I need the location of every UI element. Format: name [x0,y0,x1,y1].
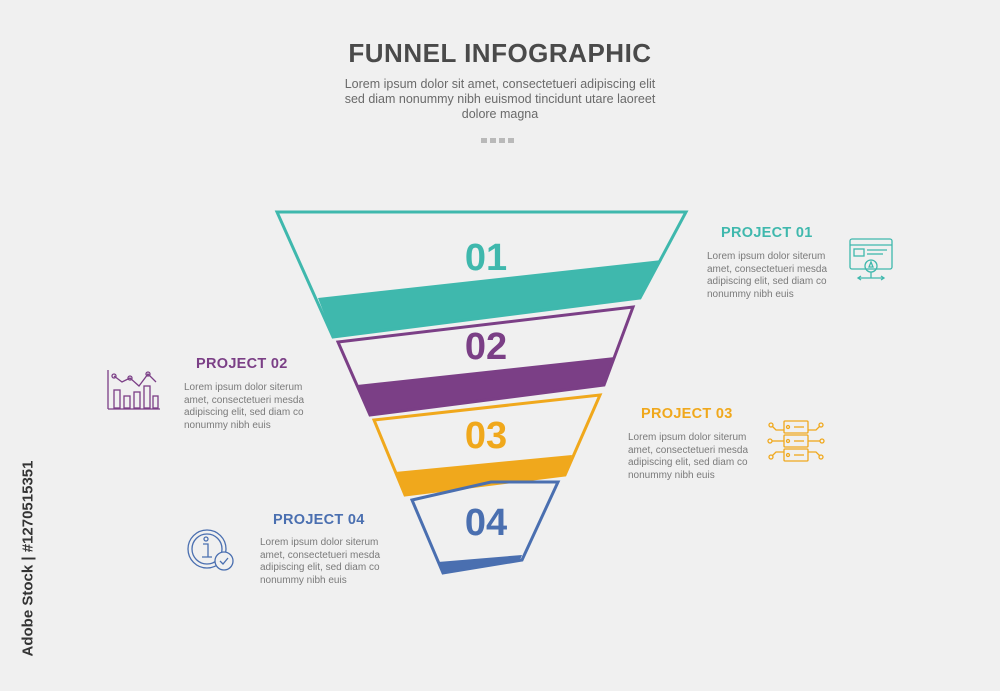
funnel-stage-3-outline [371,393,603,497]
project-2-title: PROJECT 02 [196,356,288,372]
project-1-text: Lorem ipsum dolor siterum amet, consecte… [707,251,828,300]
server-network-icon [767,420,825,462]
bar-chart-icon [107,370,160,410]
funnel-stage-1-fill [318,260,662,337]
funnel-stage-2-fill [357,357,615,415]
funnel-stage-4-fill [438,555,522,573]
funnel-stage-1-outline [274,210,689,339]
page-subtitle: Lorem ipsum dolor sit amet, consectetuer… [344,77,656,121]
project-4-title: PROJECT 04 [273,512,365,528]
stage-number-4: 04 [464,502,508,544]
funnel-stage-2-outline [335,305,636,417]
web-design-icon [849,238,893,281]
project-2-text: Lorem ipsum dolor siterum amet, consecte… [184,382,305,431]
stage-number-1: 01 [464,237,508,279]
funnel-stage-3-fill [395,455,572,495]
divider-dots [481,130,521,143]
project-3-title: PROJECT 03 [641,406,733,422]
info-check-icon [187,529,234,571]
funnel-stage-4-outline [409,480,561,575]
project-3-text: Lorem ipsum dolor siterum amet, consecte… [628,432,749,481]
stock-id-watermark: Adobe Stock | #1270515351 [19,460,37,657]
page-title: FUNNEL INFOGRAPHIC [348,38,652,68]
stage-number-2: 02 [464,326,508,368]
project-1-title: PROJECT 01 [721,225,813,241]
stage-number-3: 03 [464,415,508,457]
project-4-text: Lorem ipsum dolor siterum amet, consecte… [260,537,381,586]
